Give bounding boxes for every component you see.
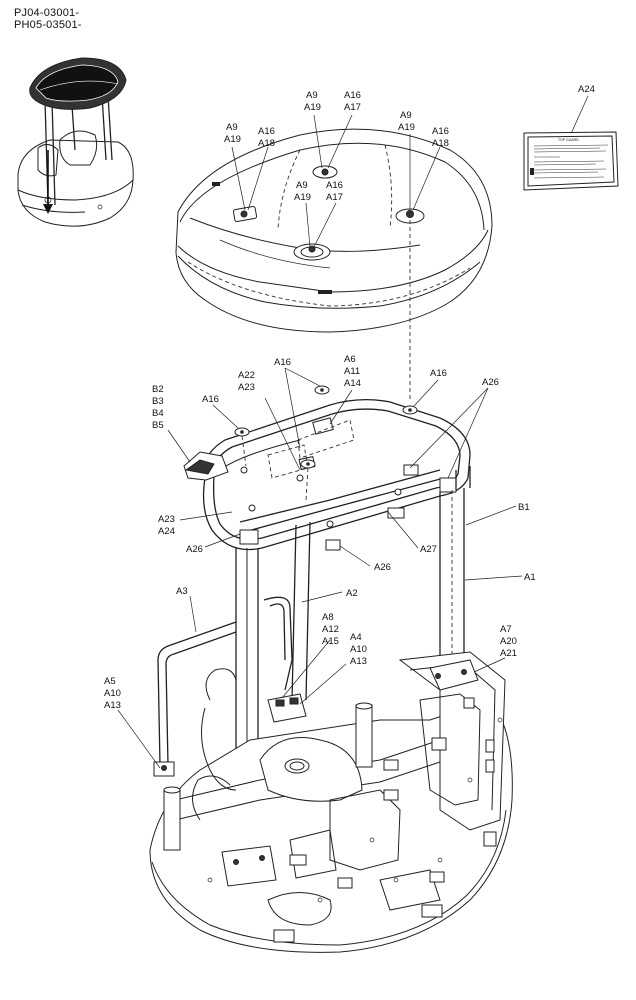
callout-a2: A2: [346, 588, 358, 599]
locator-thumbnail: [17, 57, 134, 227]
leader-lines: [117, 114, 523, 769]
callout-a10-left: A10: [104, 688, 121, 699]
callout-b4: B4: [152, 408, 164, 419]
callout-a14: A14: [344, 378, 361, 389]
serial-range-2: PH05-03501-: [14, 19, 82, 31]
callout-a24-left: A24: [158, 526, 175, 537]
callout-a18-3: A18: [432, 138, 449, 149]
callout-a23-left: A23: [158, 514, 175, 525]
callout-a16-top: A16: [274, 357, 291, 368]
callout-a6: A6: [344, 354, 356, 365]
callout-a15: A15: [322, 636, 339, 647]
callout-b2: B2: [152, 384, 164, 395]
callout-a26-right: A26: [482, 377, 499, 388]
callout-a13-left: A13: [104, 700, 121, 711]
callout-a26-mid: A26: [374, 562, 391, 573]
callout-a26-left: A26: [186, 544, 203, 555]
callout-a10-mid: A10: [350, 644, 367, 655]
base-frame: [149, 651, 513, 953]
callout-a3: A3: [176, 586, 188, 597]
callout-a12: A12: [322, 624, 339, 635]
handrail: [153, 596, 293, 777]
callout-a4: A4: [350, 632, 362, 643]
callout-a16-right: A16: [430, 368, 447, 379]
callout-a13-mid: A13: [350, 656, 367, 667]
roof-mount-center-front: [293, 243, 331, 261]
callout-a23-top: A23: [238, 382, 255, 393]
decal-title: TOP GUARD: [558, 138, 579, 142]
callout-a17-4: A17: [326, 192, 343, 203]
callout-a9-1: A9: [226, 122, 238, 133]
callout-a19-4: A19: [294, 192, 311, 203]
roof-mount-center-top: [312, 165, 338, 179]
callout-a11: A11: [344, 366, 360, 377]
roof-panel: [175, 128, 493, 333]
callout-b1: B1: [518, 502, 530, 513]
callout-a5: A5: [104, 676, 116, 687]
callout-a20: A20: [500, 636, 517, 647]
callout-a19-1: A19: [224, 134, 241, 145]
callout-a9-2: A9: [306, 90, 318, 101]
roof-mount-right: [395, 208, 425, 224]
callout-a8: A8: [322, 612, 334, 623]
callout-a17-2: A17: [344, 102, 361, 113]
callout-a24-top: A24: [578, 84, 595, 95]
callout-a16-1: A16: [258, 126, 275, 137]
top-guard-decal: TOP GUARD: [523, 95, 619, 191]
callout-a7: A7: [500, 624, 512, 635]
serial-range-1: PJ04-03001-: [14, 7, 80, 19]
callout-a16-4: A16: [326, 180, 343, 191]
callout-a19-3: A19: [398, 122, 415, 133]
callout-a9-4: A9: [296, 180, 308, 191]
callout-a19-2: A19: [304, 102, 321, 113]
canopy-frame: [183, 398, 471, 551]
callout-a21: A21: [500, 648, 517, 659]
callout-b3: B3: [152, 396, 164, 407]
callout-b5: B5: [152, 420, 164, 431]
roof-mount-left: [232, 205, 258, 223]
callout-a22: A22: [238, 370, 255, 381]
callout-a18-1: A18: [258, 138, 275, 149]
callout-a27: A27: [420, 544, 437, 555]
callout-a16-left: A16: [202, 394, 219, 405]
callout-a16-3: A16: [432, 126, 449, 137]
callout-a16-2: A16: [344, 90, 361, 101]
callouts: A9 A19 A16 A18 A9 A19 A16 A17 A9 A19 A16…: [104, 84, 595, 711]
callout-a9-3: A9: [400, 110, 412, 121]
callout-a1: A1: [524, 572, 536, 583]
